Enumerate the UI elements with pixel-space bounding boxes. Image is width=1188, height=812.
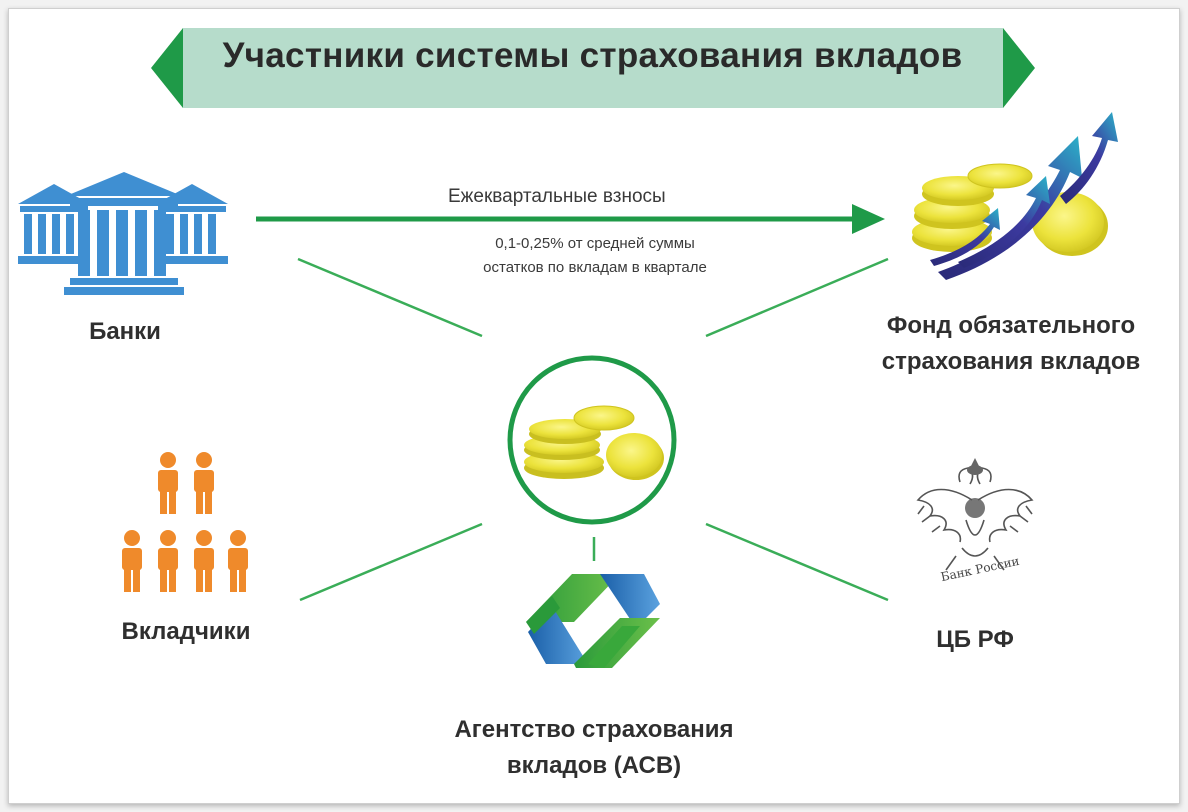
fund-label: Фонд обязательного страхования вкладов (846, 308, 1176, 380)
person-icon (158, 452, 178, 514)
center-coins-icon (507, 355, 677, 525)
depositors-label: Вкладчики (121, 618, 251, 645)
flow-arrow (256, 204, 885, 234)
flow-note-line1: 0,1-0,25% от средней суммы (495, 235, 695, 252)
agency-label-line2: вкладов (АСВ) (506, 752, 682, 779)
person-icon (122, 530, 142, 592)
banner-left-arrow (151, 28, 183, 108)
connector-cbr (705, 522, 889, 602)
connector-depositors (299, 522, 483, 602)
title-banner (151, 28, 1035, 108)
coins-growth-icon (912, 112, 1118, 280)
page-title: Участники системы страхования вкладов (222, 36, 963, 75)
connector-fund (705, 257, 889, 338)
person-icon (194, 530, 214, 592)
double-eagle-seal-icon (916, 458, 1034, 571)
connector-lines (297, 257, 889, 602)
agency-label: Агентство страхования вкладов (АСВ) (404, 712, 784, 784)
asv-logo-icon (526, 574, 660, 668)
banks-label: Банки (89, 318, 161, 345)
people-group-icon (122, 452, 248, 592)
flow-note: 0,1-0,25% от средней суммы остатков по в… (430, 232, 760, 280)
person-icon (194, 452, 214, 514)
flow-note-line2: остатков по вкладам в квартале (483, 259, 707, 276)
cbr-label: ЦБ РФ (936, 626, 1014, 653)
flow-label: Ежеквартальные взносы (448, 186, 666, 207)
person-icon (158, 530, 178, 592)
fund-label-line2: страхования вкладов (881, 348, 1141, 375)
fund-label-line1: Фонд обязательного (886, 312, 1136, 339)
agency-label-line1: Агентство страхования (454, 716, 734, 743)
banner-right-arrow (1003, 28, 1035, 108)
connector-banks (297, 257, 483, 338)
person-icon (228, 530, 248, 592)
bank-building-icon (18, 172, 228, 295)
